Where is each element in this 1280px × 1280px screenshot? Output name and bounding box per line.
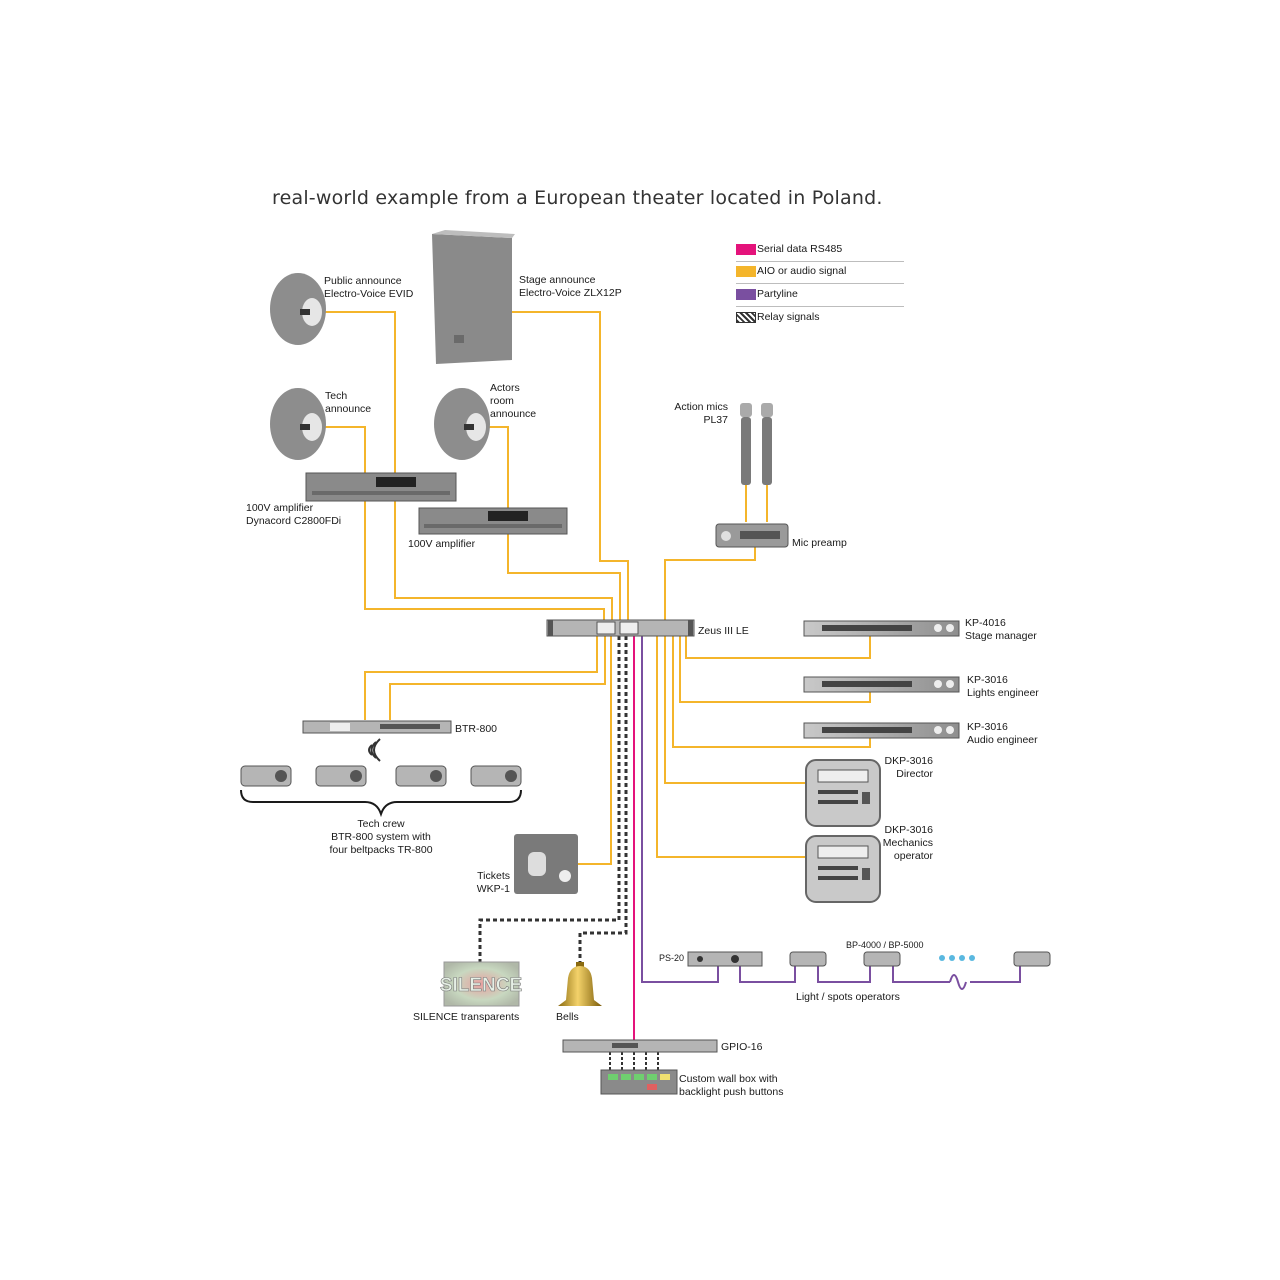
label-stage-announce: Stage announce Electro-Voice ZLX12P	[519, 274, 622, 299]
label-amplifier-2: 100V amplifier	[408, 538, 476, 550]
legend-label: Relay signals	[757, 311, 820, 323]
page-heading: real-world example from a European theat…	[272, 187, 883, 209]
kp3016-lights-icon	[803, 676, 960, 693]
wire-kp3016-lights	[679, 636, 871, 703]
label-actors-announce: Actors room announce	[490, 382, 537, 420]
legend-item-audio: AIO or audio signal	[736, 261, 904, 284]
speaker-actors-icon	[434, 388, 490, 460]
gpio16-icon	[562, 1039, 718, 1053]
legend-swatch-partyline	[736, 289, 756, 300]
wall-box-icon	[600, 1069, 678, 1095]
relay-wires	[478, 636, 628, 962]
wire-actors-announce	[487, 426, 621, 621]
beltpack-icons	[240, 765, 522, 787]
label-kp4016: KP-4016 Stage manager	[965, 617, 1037, 642]
partyline-break	[949, 974, 967, 990]
wire-kp3016-audio	[672, 636, 871, 748]
amplifier-1-icon	[305, 472, 457, 502]
label-tech-crew: Tech crew BTR-800 system with four beltp…	[329, 818, 433, 856]
speaker-tech-icon	[270, 388, 326, 460]
partyline-wires	[641, 636, 1021, 990]
beltpack-bp-icons	[789, 951, 1051, 967]
legend-item-rs485: Serial data RS485	[736, 239, 904, 262]
label-amplifier-1: 100V amplifier Dynacord C2800FDi	[246, 502, 342, 527]
wire-btr800-a	[364, 636, 598, 720]
gpio-relay-wires	[609, 1052, 659, 1072]
ellipsis-dots-icon	[939, 955, 975, 961]
wire-btr800-b	[389, 636, 606, 720]
stage-speaker-icon	[432, 230, 515, 364]
bell-icon	[558, 962, 602, 1006]
label-gpio16: GPIO-16	[721, 1041, 763, 1053]
label-public-announce: Public announce Electro-Voice EVID	[324, 275, 414, 300]
audio-wires	[320, 311, 871, 865]
action-mics-icon	[740, 403, 773, 485]
legend-swatch-audio	[736, 266, 756, 277]
dkp-mechanics-icon	[805, 835, 881, 903]
label-kp3016-lights: KP-3016 Lights engineer	[967, 674, 1039, 699]
wireless-icon	[368, 738, 381, 762]
wire-dkp-director	[664, 636, 806, 784]
silence-sign-icon: SILENCE	[440, 961, 522, 1007]
wire-stage-announce	[512, 311, 629, 621]
kp3016-audio-icon	[803, 722, 960, 739]
wire-dkp-mech	[656, 636, 806, 858]
tech-crew-brace	[240, 789, 522, 818]
legend-label: AIO or audio signal	[757, 265, 847, 277]
wire-tech-announce	[322, 426, 605, 621]
label-dkp-director: DKP-3016 Director	[884, 755, 933, 780]
label-silence: SILENCE transparents	[413, 1011, 520, 1023]
legend-swatch-relay	[736, 312, 756, 323]
kp4016-icon	[803, 620, 960, 637]
label-mic-preamp: Mic preamp	[792, 537, 847, 549]
wire-partyline-main	[641, 636, 719, 983]
label-bp: BP-4000 / BP-5000	[846, 940, 924, 950]
label-action-mics: Action mics PL37	[674, 401, 728, 426]
label-kp3016-audio: KP-3016 Audio engineer	[967, 721, 1038, 746]
wire-relay-silence	[478, 636, 621, 962]
wire-relay-bells	[578, 636, 628, 962]
legend-label: Serial data RS485	[757, 243, 843, 255]
label-tech-announce: Tech announce	[325, 390, 372, 415]
legend-item-relay: Relay signals	[736, 307, 904, 329]
zeus-matrix-icon	[546, 619, 695, 637]
label-dkp-mechanics: DKP-3016 Mechanics operator	[882, 824, 933, 862]
wire-tickets	[578, 636, 612, 865]
label-btr800: BTR-800	[455, 723, 498, 735]
label-wall-box: Custom wall box with backlight push butt…	[679, 1073, 784, 1098]
label-light-operators: Light / spots operators	[796, 991, 900, 1003]
dkp-director-icon	[805, 759, 881, 827]
tickets-panel-icon	[514, 834, 578, 894]
label-bells: Bells	[556, 1011, 579, 1023]
legend-swatch-rs485	[736, 244, 756, 255]
legend-label: Partyline	[757, 288, 798, 300]
silence-sign-text: SILENCE	[440, 975, 522, 996]
legend-item-partyline: Partyline	[736, 284, 904, 307]
ps20-icon	[687, 951, 763, 967]
amplifier-2-icon	[418, 507, 568, 535]
speaker-public-icon	[270, 273, 326, 345]
wire-public-announce	[320, 311, 613, 621]
label-ps20: PS-20	[659, 953, 685, 963]
wire-mic-preamp	[664, 546, 756, 621]
wire-kp4016	[685, 636, 871, 659]
btr800-icon	[302, 720, 452, 734]
label-tickets: Tickets WKP-1	[476, 870, 510, 895]
label-zeus: Zeus III LE	[698, 625, 749, 637]
mic-preamp-icon	[715, 523, 789, 548]
